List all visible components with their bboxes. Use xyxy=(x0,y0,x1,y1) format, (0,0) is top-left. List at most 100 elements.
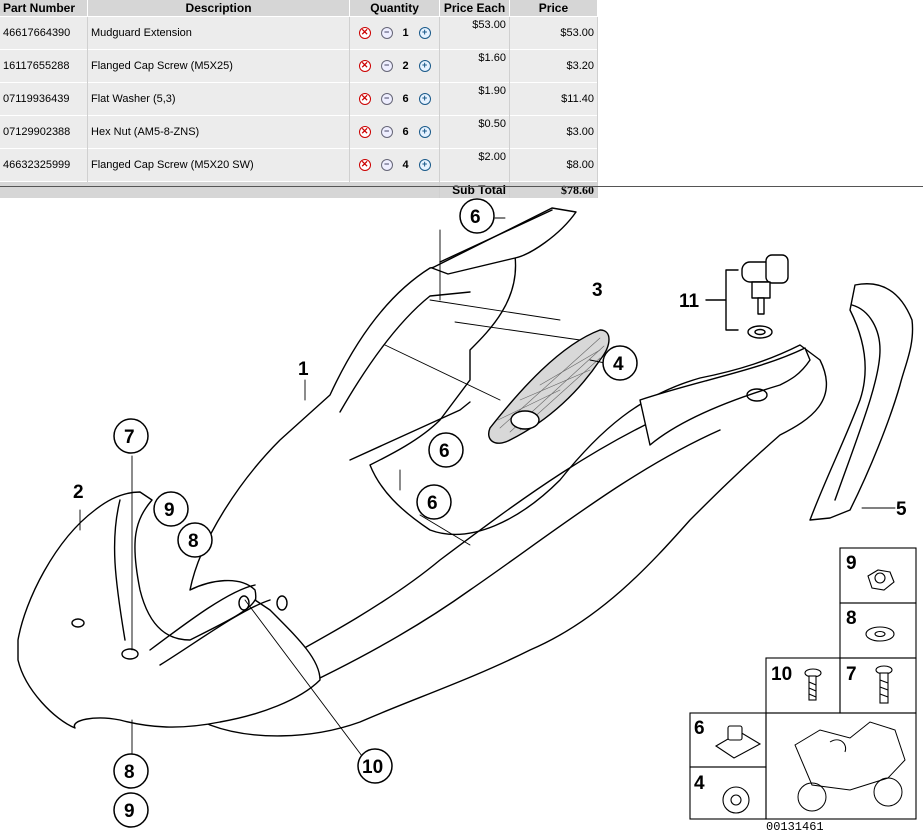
price-each-cell: $0.50 xyxy=(439,115,510,149)
header-description: Description xyxy=(87,0,351,17)
quantity-value: 2 xyxy=(402,60,409,73)
part-number-cell: 16117655288 xyxy=(0,49,89,83)
fender-strip-inner xyxy=(439,209,553,263)
table-header-row: Part Number Description Quantity Price E… xyxy=(0,0,599,17)
callout-2: 2 xyxy=(73,482,84,503)
minus-icon[interactable]: − xyxy=(380,93,393,106)
part-number-cell: 07129902388 xyxy=(0,115,89,149)
cap-screw-icon xyxy=(804,668,822,701)
lock-washer-icon xyxy=(722,786,750,814)
legend-4: 4 xyxy=(694,773,705,794)
mount-hole xyxy=(238,595,250,611)
side-trim xyxy=(809,283,914,521)
section-divider xyxy=(0,186,923,187)
quantity-cell: ✕−1 + xyxy=(349,16,441,50)
remove-icon[interactable]: ✕ xyxy=(358,27,371,40)
quantity-value: 6 xyxy=(402,126,409,139)
front-mudguard-crease xyxy=(113,499,126,641)
remove-icon[interactable]: ✕ xyxy=(358,126,371,139)
price-each-cell: $2.00 xyxy=(439,148,510,182)
leader-lines xyxy=(79,217,896,761)
quantity-cell: ✕−2 + xyxy=(349,49,441,83)
mudguard-ridge-2 xyxy=(149,584,256,651)
quantity-value: 6 xyxy=(402,93,409,106)
callout-1: 1 xyxy=(298,359,309,380)
table-row: 46632325999 Flanged Cap Screw (M5X20 SW)… xyxy=(0,148,599,182)
clip-nut-icon xyxy=(714,725,762,759)
price-each-cell: $1.60 xyxy=(439,49,510,83)
lock-assembly xyxy=(741,254,789,339)
header-part-number: Part Number xyxy=(0,0,89,17)
part-number-cell: 46632325999 xyxy=(0,148,89,182)
quantity-cell: ✕−4 + xyxy=(349,148,441,182)
quantity-cell: ✕−6 + xyxy=(349,82,441,116)
minus-icon[interactable]: − xyxy=(380,60,393,73)
callout-6: 6 xyxy=(470,207,481,228)
quantity-value: 4 xyxy=(402,159,409,172)
minus-icon[interactable]: − xyxy=(380,126,393,139)
mudguard-ridge xyxy=(159,599,271,666)
description-cell: Flanged Cap Screw (M5X25) xyxy=(87,49,351,83)
callout-6: 6 xyxy=(439,441,450,462)
price-each-cell: $53.00 xyxy=(439,16,510,50)
fender-step xyxy=(349,401,471,461)
cap-screw-icon xyxy=(875,665,893,704)
header-quantity: Quantity xyxy=(349,0,441,17)
plus-icon[interactable]: + xyxy=(418,60,431,73)
legend-10: 10 xyxy=(771,664,792,685)
callout-circles xyxy=(113,198,638,828)
callout-8: 8 xyxy=(188,531,199,552)
front-mudguard xyxy=(17,491,321,729)
plus-icon[interactable]: + xyxy=(418,93,431,106)
price-each-cell: $1.90 xyxy=(439,82,510,116)
table-row: 07129902388 Hex Nut (AM5-8-ZNS) ✕−6 + $0.… xyxy=(0,115,599,149)
callout-10: 10 xyxy=(362,757,383,778)
description-cell: Hex Nut (AM5-8-ZNS) xyxy=(87,115,351,149)
rear-wing xyxy=(639,347,811,446)
callout-9: 9 xyxy=(164,500,175,521)
remove-icon[interactable]: ✕ xyxy=(358,60,371,73)
minus-icon[interactable]: − xyxy=(380,159,393,172)
header-price-each: Price Each xyxy=(439,0,510,17)
legend-9: 9 xyxy=(846,553,857,574)
callout-5: 5 xyxy=(896,499,907,520)
motorcycle-icon xyxy=(794,721,906,812)
plus-icon[interactable]: + xyxy=(418,159,431,172)
price-cell: $8.00 xyxy=(509,148,599,182)
legend-grid xyxy=(689,547,917,820)
mount-hole xyxy=(121,648,139,660)
table-row: 46617664390 Mudguard Extension ✕−1+ $53.… xyxy=(0,16,599,50)
mount-hole xyxy=(276,595,288,611)
diagram-id: 00131461 xyxy=(766,820,824,834)
legend-8: 8 xyxy=(846,608,857,629)
remove-icon[interactable]: ✕ xyxy=(358,159,371,172)
remove-icon[interactable]: ✕ xyxy=(358,93,371,106)
description-cell: Flanged Cap Screw (M5X20 SW) xyxy=(87,148,351,182)
flat-washer-icon xyxy=(865,626,895,642)
price-cell: $11.40 xyxy=(509,82,599,116)
callout-3: 3 xyxy=(592,280,603,301)
table-row: 16117655288 Flanged Cap Screw (M5X25) ✕−… xyxy=(0,49,599,83)
plus-icon[interactable]: + xyxy=(418,27,431,40)
callout-bracket-11 xyxy=(705,269,739,331)
callout-7: 7 xyxy=(124,427,135,448)
legend-7: 7 xyxy=(846,664,857,685)
quantity-value: 1 xyxy=(402,27,409,40)
side-trim-inner xyxy=(834,304,881,501)
grille-hole xyxy=(510,410,540,430)
price-cell: $3.00 xyxy=(509,115,599,149)
parts-diagram: 6 4 6 6 7 9 8 8 9 10 1 2 3 5 11 9 8 10 7… xyxy=(17,198,917,828)
description-cell: Flat Washer (5,3) xyxy=(87,82,351,116)
callout-9: 9 xyxy=(124,801,135,822)
plus-icon[interactable]: + xyxy=(418,126,431,139)
hex-nut-icon xyxy=(867,569,895,591)
minus-icon[interactable]: − xyxy=(380,27,393,40)
parts-table: Part Number Description Quantity Price E… xyxy=(0,0,599,198)
grille-panel xyxy=(488,329,610,444)
part-number-cell: 46617664390 xyxy=(0,16,89,50)
subtotal-value: $78.60 xyxy=(509,181,599,198)
fender-strip xyxy=(431,207,577,275)
price-cell: $3.20 xyxy=(509,49,599,83)
part-number-cell: 07119936439 xyxy=(0,82,89,116)
callout-4: 4 xyxy=(613,354,624,375)
